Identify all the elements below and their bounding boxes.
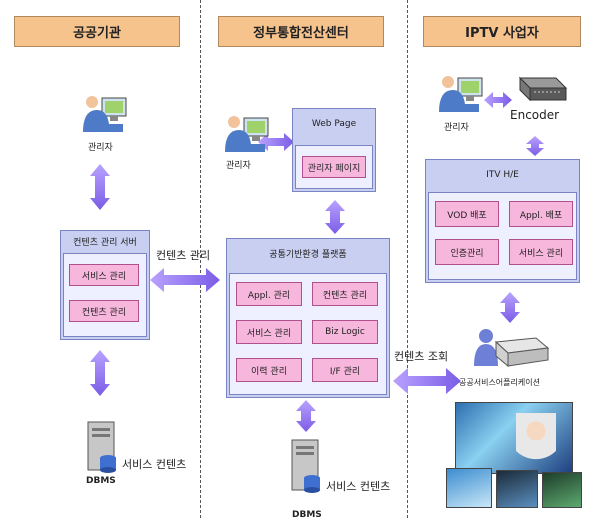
public-service-content-label: 서비스 컨텐츠 [122, 458, 187, 471]
server-item: 서비스 관리 [69, 264, 139, 286]
arrow-platform-app [393, 368, 461, 394]
arrow-server-platform [150, 268, 220, 292]
center-admin: 관리자 [222, 112, 272, 172]
public-service-app-label: 공공서비스어플리케이션 [459, 378, 540, 387]
he-title: ITV H/E [486, 170, 519, 180]
content-manage-label: 컨텐츠 관리 [156, 249, 211, 262]
content-query-label: 컨텐츠 조회 [394, 350, 449, 363]
he-item: VOD 배포 [435, 201, 499, 227]
database-server-icon [291, 439, 320, 493]
web-page-title: Web Page [311, 119, 357, 129]
iptv-thumbnail [542, 472, 582, 508]
common-platform: 공통기반환경 플랫폼 Appl. 관리 컨텐츠 관리 서비스 관리 Biz Lo… [226, 238, 390, 398]
arrow-server-db [90, 350, 110, 396]
column-divider-right [407, 0, 408, 518]
admin-computer-icon [225, 116, 269, 152]
screen-figure [516, 413, 556, 473]
itv-head-end: ITV H/E VOD 배포 Appl. 배포 인증관리 서비스 관리 [425, 159, 580, 283]
center-service-content-label: 서비스 컨텐츠 [326, 480, 391, 493]
he-item: 인증관리 [435, 239, 499, 265]
arrow-web-platform [325, 200, 345, 234]
public-admin-label: 관리자 [88, 143, 113, 153]
arrow-platform-db [296, 400, 316, 432]
content-management-server: 컨텐츠 관리 서버 서비스 관리 컨텐츠 관리 [60, 230, 150, 340]
platform-item: 이력 관리 [236, 358, 302, 382]
iptv-admin-label: 관리자 [444, 123, 469, 133]
platform-item: 서비스 관리 [236, 320, 302, 344]
header-public-org: 공공기관 [14, 16, 180, 47]
arrow-admin-web [258, 133, 294, 151]
he-item: Appl. 배포 [509, 201, 573, 227]
web-page-box: Web Page 관리자 페이지 [292, 108, 376, 192]
column-divider-left [200, 0, 201, 518]
platform-title: 공통기반환경 플랫폼 [269, 250, 347, 260]
web-page-inner: 관리자 페이지 [295, 145, 373, 189]
encoder-label: Encoder [510, 108, 560, 122]
server-title: 컨텐츠 관리 서버 [73, 238, 137, 248]
admin-computer-icon [83, 96, 127, 132]
server-inner: 서비스 관리 컨텐츠 관리 [63, 253, 147, 337]
platform-inner: Appl. 관리 컨텐츠 관리 서비스 관리 Biz Logic 이력 관리 I… [229, 273, 387, 395]
platform-item: Appl. 관리 [236, 282, 302, 306]
platform-item: I/F 관리 [312, 358, 378, 382]
center-dbms-label: DBMS [292, 510, 322, 520]
encoder: Encoder [510, 72, 570, 128]
public-dbms-label: DBMS [86, 476, 116, 486]
server-item: 컨텐츠 관리 [69, 300, 139, 322]
iptv-thumbnail [446, 468, 492, 508]
arrow-he-app [500, 292, 520, 323]
iptv-thumbnail [496, 470, 538, 508]
public-admin: 관리자 [80, 92, 130, 153]
center-dbms: DBMS [288, 438, 328, 520]
public-service-app [466, 326, 556, 386]
center-admin-label: 관리자 [226, 161, 251, 171]
platform-item: 컨텐츠 관리 [312, 282, 378, 306]
arrow-iptv-admin-encoder [484, 92, 512, 108]
header-iptv: IPTV 사업자 [423, 16, 581, 47]
database-server-icon [87, 421, 116, 473]
iptv-admin: 관리자 [436, 72, 486, 133]
platform-item: Biz Logic [312, 320, 378, 344]
he-item: 서비스 관리 [509, 239, 573, 265]
arrow-encoder-he [526, 136, 544, 156]
arrow-admin-server [90, 164, 110, 210]
web-page-item: 관리자 페이지 [302, 156, 366, 178]
admin-computer-icon [439, 76, 483, 112]
header-center: 정부통합전산센터 [218, 16, 384, 47]
public-dbms: DBMS [84, 420, 124, 490]
encoder-device-icon [518, 76, 568, 102]
iptv-screen-image [455, 402, 573, 474]
he-inner: VOD 배포 Appl. 배포 인증관리 서비스 관리 [428, 192, 577, 280]
settop-user-icon [474, 329, 550, 368]
